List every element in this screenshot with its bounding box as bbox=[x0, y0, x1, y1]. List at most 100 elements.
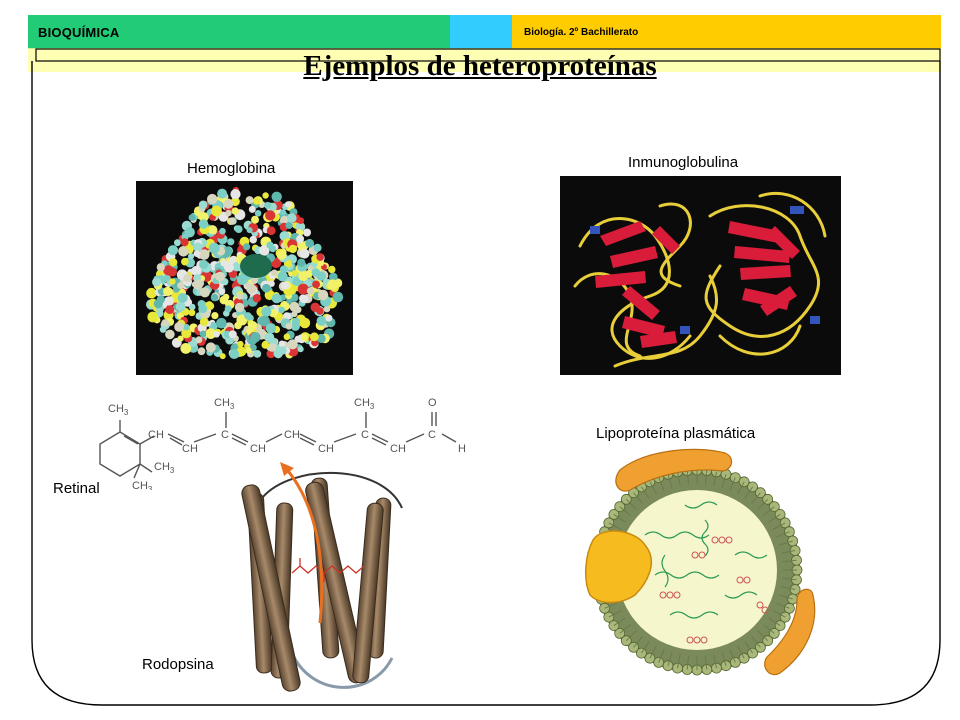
hemoglobin-atom bbox=[198, 249, 210, 260]
phospholipid-tail bbox=[604, 602, 618, 609]
hemoglobin-atom bbox=[197, 347, 206, 356]
hemoglobin-atom bbox=[236, 293, 244, 300]
hemoglobin-atom bbox=[296, 234, 305, 243]
hemoglobin-atom bbox=[227, 238, 235, 246]
hemoglobin-atom bbox=[279, 265, 288, 274]
phospholipid-tail bbox=[751, 492, 761, 504]
retinal-c-3: C bbox=[428, 429, 436, 441]
phospholipid-tail bbox=[763, 506, 775, 516]
phospholipid-tail bbox=[619, 624, 631, 634]
hemoglobin-atom bbox=[188, 309, 196, 317]
header-cyan-block bbox=[450, 15, 512, 49]
hemoglobin-atom bbox=[285, 201, 292, 208]
hemoglobin-atom bbox=[332, 291, 344, 303]
hemoglobin-atom bbox=[262, 283, 271, 293]
hemoglobin-atom bbox=[208, 242, 220, 254]
hemoglobin-atom bbox=[288, 244, 298, 254]
hemoglobin-atom bbox=[174, 239, 181, 247]
hemoglobin-atom bbox=[303, 228, 311, 237]
hemoglobin-atom bbox=[299, 294, 307, 303]
hemoglobin-atom bbox=[199, 259, 209, 270]
phospholipid-tail bbox=[640, 641, 650, 654]
hemoglobin-atom bbox=[269, 245, 277, 253]
hemoglobin-atom bbox=[188, 214, 196, 221]
header-band bbox=[28, 48, 941, 72]
hemoglobin-atom bbox=[223, 199, 234, 209]
hemoglobin-atom bbox=[297, 258, 306, 267]
phospholipid-head bbox=[787, 535, 799, 547]
hemoglobin-atom bbox=[183, 274, 192, 283]
hemoglobin-atom bbox=[219, 227, 226, 235]
hemoglobin-atom bbox=[278, 306, 285, 314]
hemoglobin-atom bbox=[257, 316, 267, 326]
phospholipid-head bbox=[644, 652, 656, 664]
hemoglobin-atom bbox=[264, 201, 272, 209]
label-lipoproteina: Lipoproteína plasmática bbox=[596, 425, 756, 442]
phospholipid-tail bbox=[658, 477, 665, 491]
phospholipid-head bbox=[653, 656, 665, 668]
hemoglobin-atom bbox=[191, 265, 202, 276]
hemoglobin-atom bbox=[199, 330, 207, 337]
hemoglobin-atom bbox=[184, 227, 195, 238]
hemoglobin-atom bbox=[228, 217, 236, 225]
phospholipid-head bbox=[662, 660, 674, 672]
phospholipid-tail bbox=[737, 481, 745, 495]
hemoglobin-atom bbox=[262, 192, 269, 199]
hemoglobin-atom bbox=[199, 317, 209, 326]
phospholipid-tail bbox=[721, 652, 727, 666]
retinal-ch-4: CH bbox=[284, 429, 300, 441]
hemoglobin-atom bbox=[193, 250, 201, 257]
retinal-c-1: C bbox=[221, 429, 229, 441]
hemoglobin-atom bbox=[279, 209, 287, 216]
phospholipid-head bbox=[783, 602, 795, 614]
hemoglobin-atom bbox=[287, 339, 298, 350]
hemoglobin-atom bbox=[299, 248, 310, 259]
phospholipid-tail bbox=[633, 636, 643, 648]
hemoglobin-atom bbox=[268, 280, 275, 287]
retinal-ch3-5: CH3 bbox=[132, 480, 153, 490]
hemoglobin-atom bbox=[329, 272, 338, 282]
hemoglobin-image bbox=[136, 181, 353, 375]
hemoglobin-atom bbox=[180, 238, 189, 247]
phospholipid-tail bbox=[686, 470, 690, 485]
hemoglobin-atom bbox=[192, 279, 204, 290]
hemoglobin-atom bbox=[199, 287, 210, 298]
hemoglobin-atom bbox=[178, 246, 189, 257]
header-bar: BIOQUÍMICA Biología. 2º Bachillerato bbox=[28, 15, 941, 49]
phospholipid-tail bbox=[713, 471, 717, 486]
phospholipid-tail bbox=[677, 471, 681, 486]
hemoglobin-atom bbox=[169, 278, 176, 285]
hemoglobin-atom bbox=[180, 343, 192, 354]
hemoglobin-atom bbox=[159, 326, 167, 333]
hemoglobin-atom bbox=[177, 335, 184, 342]
hemoglobin-atom bbox=[250, 344, 257, 352]
hemoglobin-atom bbox=[325, 314, 333, 322]
hemoglobin-atom bbox=[295, 222, 306, 232]
hemoglobin-atom bbox=[216, 317, 227, 329]
hemoglobin-atom bbox=[264, 332, 275, 343]
hemoglobin-atom bbox=[198, 200, 208, 210]
hemoglobin-atom bbox=[188, 303, 196, 311]
phospholipid-tail bbox=[704, 655, 708, 670]
retinal-ch3-3: CH3 bbox=[354, 397, 375, 411]
hemoglobin-atom bbox=[285, 322, 293, 330]
phospholipid-head bbox=[720, 660, 732, 672]
hemoglobin-atom bbox=[195, 336, 203, 344]
retinal-c-2: C bbox=[361, 429, 369, 441]
hemoglobin-atom bbox=[245, 347, 252, 354]
hemoglobin-atom bbox=[265, 323, 277, 334]
retinal-ch-2: CH bbox=[182, 443, 198, 455]
retinal-ch3-4: CH3 bbox=[154, 461, 175, 475]
phospholipid-tail bbox=[757, 630, 769, 642]
hemoglobin-atom bbox=[207, 225, 217, 235]
phospholipid-head bbox=[729, 656, 741, 668]
hemoglobin-atom bbox=[280, 294, 287, 301]
hemoglobin-atom bbox=[225, 209, 232, 217]
retinal-ch-6: CH bbox=[390, 443, 406, 455]
hemoglobin-atom bbox=[211, 205, 222, 217]
hemoglobin-atom bbox=[261, 306, 272, 317]
hemoglobin-atom bbox=[281, 281, 289, 290]
hemoglobin-atom bbox=[265, 210, 276, 221]
hemoglobin-atom bbox=[163, 286, 173, 296]
hemoglobin-atom bbox=[164, 296, 174, 307]
